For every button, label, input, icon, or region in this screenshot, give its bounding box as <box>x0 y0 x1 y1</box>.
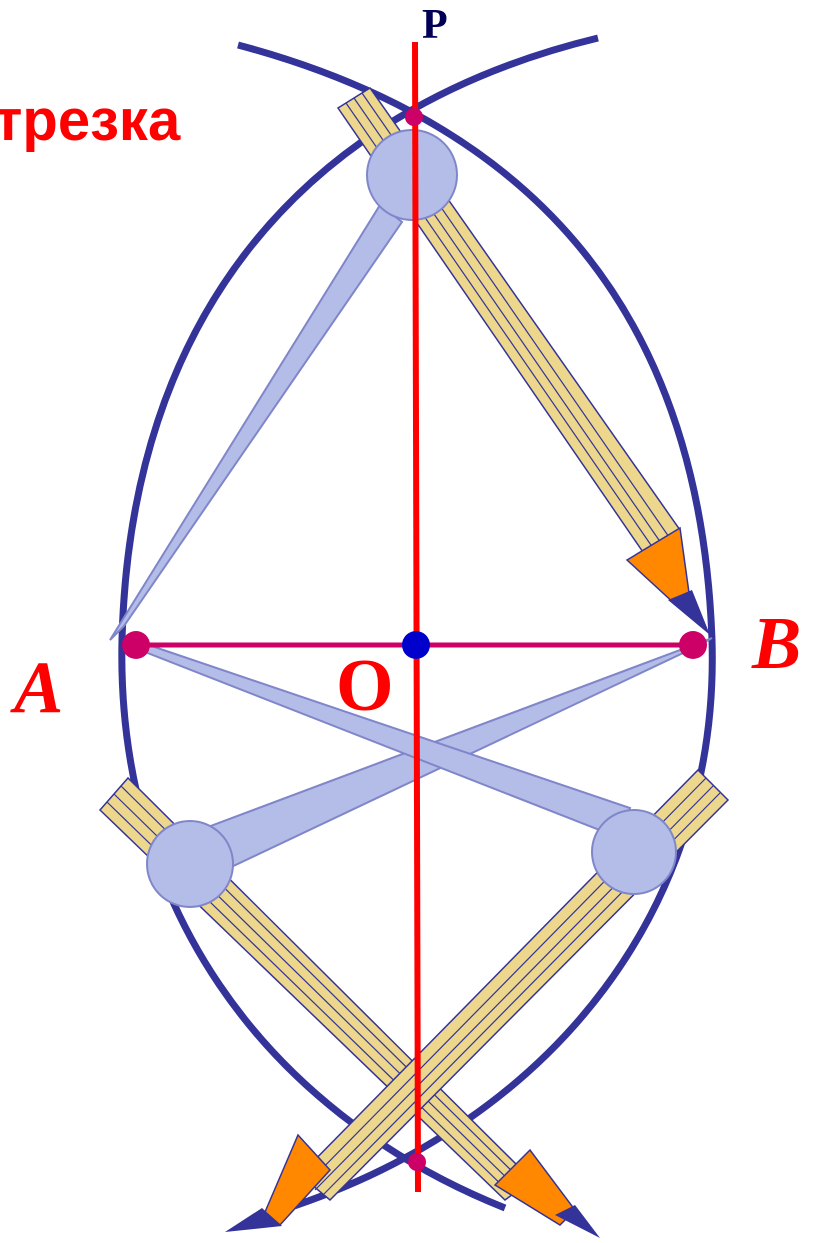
compass-arcs <box>118 34 716 1214</box>
arc-from-B <box>118 34 599 1212</box>
compass-pivot <box>591 809 677 895</box>
title-fragment: трезка <box>0 88 181 153</box>
label-O: O <box>336 645 394 727</box>
label-A: A <box>10 647 63 729</box>
label-B: B <box>751 603 801 685</box>
point-B <box>679 631 707 659</box>
compass-icon <box>109 86 710 641</box>
point-O <box>402 631 430 659</box>
compass-pivot <box>146 820 234 908</box>
compass-icon <box>127 637 730 1232</box>
intersection-bottom <box>408 1153 426 1171</box>
arc-from-A <box>237 41 716 1214</box>
label-P: P <box>422 2 448 48</box>
point-A <box>122 631 150 659</box>
compass-pivot <box>366 129 458 221</box>
intersection-top <box>405 108 423 126</box>
perpendicular-bisector <box>412 41 421 1193</box>
